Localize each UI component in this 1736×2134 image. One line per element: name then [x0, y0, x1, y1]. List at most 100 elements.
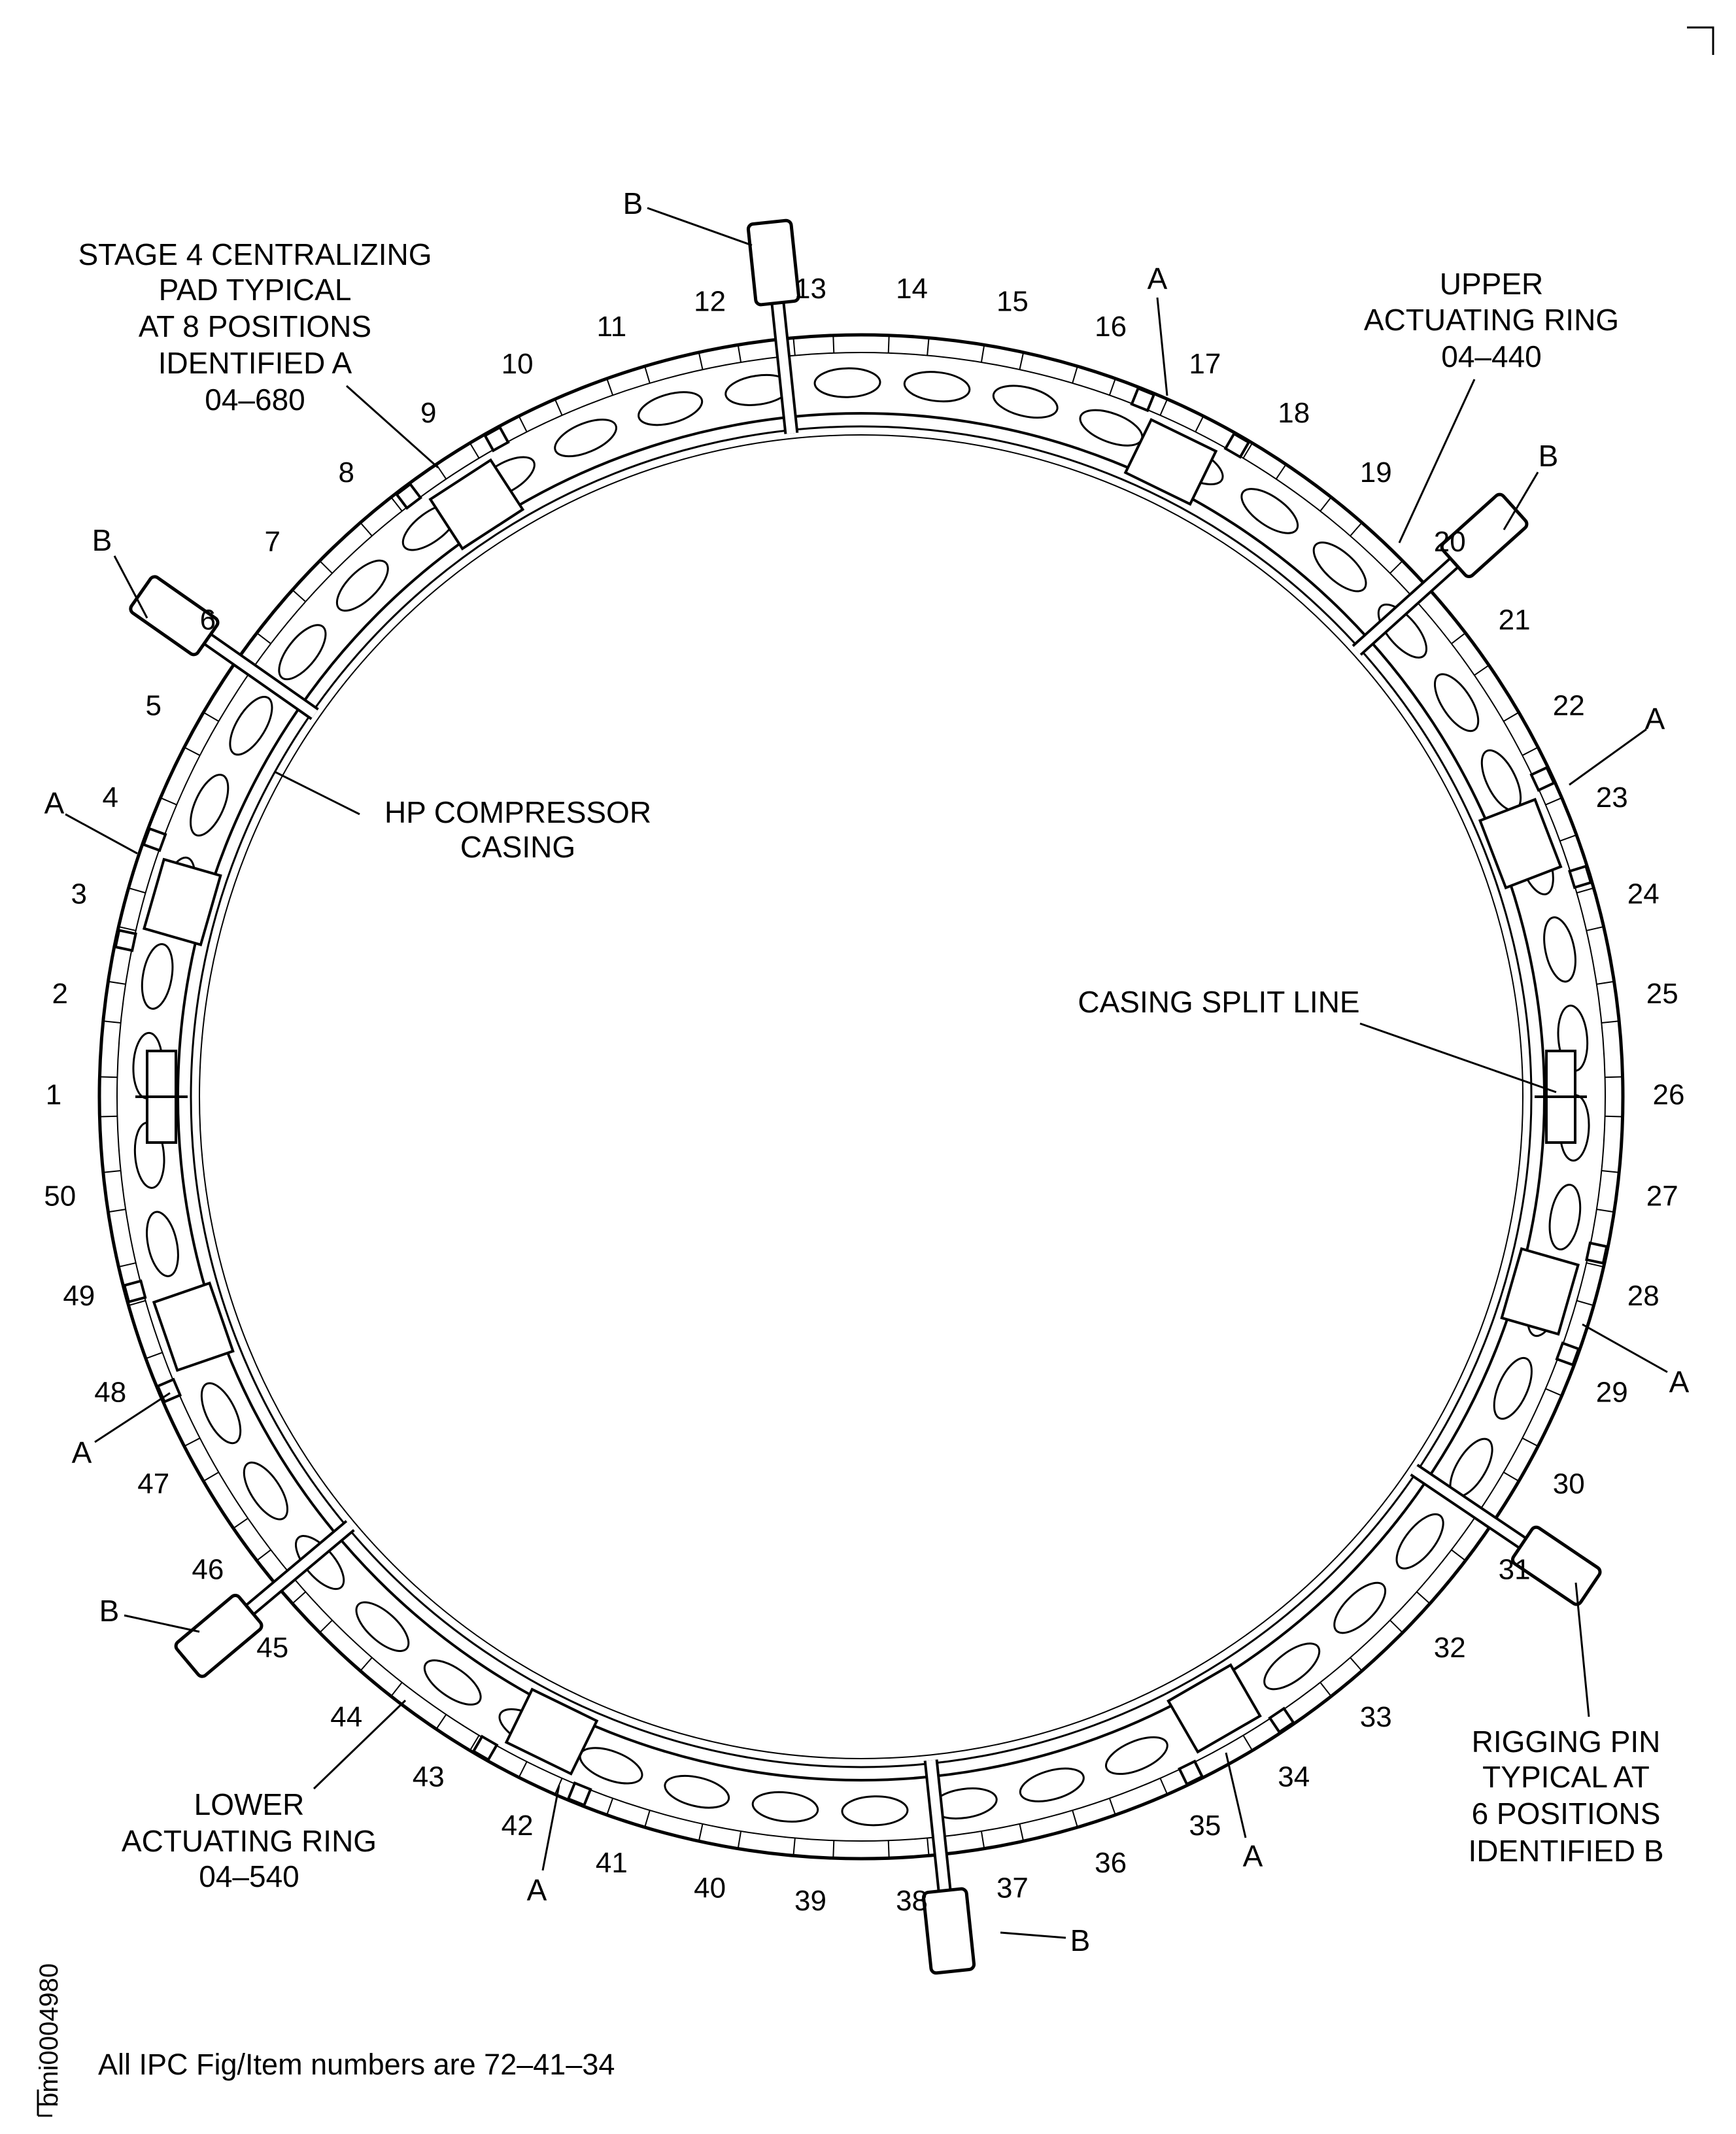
pad-bolt — [122, 1279, 147, 1304]
lever-tick — [1576, 1299, 1594, 1307]
leader-line — [1503, 472, 1539, 530]
id-bracket — [37, 2090, 52, 2117]
footer-note: All IPC Fig/Item numbers are 72–41–34 — [98, 2048, 615, 2081]
lever-tick — [1242, 442, 1253, 459]
centralizing-pad — [1500, 1247, 1580, 1336]
position-number-49: 49 — [63, 1280, 95, 1312]
position-number-28: 28 — [1627, 1280, 1659, 1312]
lever-tick — [1596, 980, 1614, 985]
ring-inner-edge — [177, 412, 1546, 1781]
lightening-slot — [1433, 673, 1480, 732]
lightening-slot — [423, 1659, 482, 1706]
lever-tick — [469, 442, 480, 459]
lever-tick — [292, 589, 306, 602]
hp-compressor-casing — [190, 425, 1533, 1768]
position-number-22: 22 — [1553, 690, 1585, 722]
lever-tick — [1586, 925, 1604, 931]
lightening-slot — [1377, 603, 1428, 659]
leader-line — [313, 1699, 407, 1790]
lever-tick — [1605, 1076, 1623, 1078]
leader-line — [1574, 1582, 1590, 1717]
lightening-slot — [1493, 1356, 1533, 1420]
rigging-pin-handle — [1510, 1525, 1602, 1606]
position-number-13: 13 — [794, 273, 826, 305]
lever-tick — [1474, 664, 1489, 676]
ring-hardware — [114, 218, 1608, 1975]
position-number-50: 50 — [44, 1180, 76, 1212]
lever-tick — [108, 1209, 126, 1213]
callout-line: LOWER — [194, 1787, 305, 1821]
leader-line — [346, 385, 439, 469]
position-number-48: 48 — [94, 1376, 126, 1408]
rigging-pin-handle — [129, 575, 220, 657]
lever-tick — [1275, 464, 1287, 480]
lever-tick — [792, 1838, 796, 1856]
callout-line: HP COMPRESSOR — [384, 795, 651, 829]
lightening-slot — [554, 419, 617, 458]
lever-tick — [1451, 632, 1466, 645]
leader-line — [1000, 1931, 1066, 1939]
lever-tick — [103, 1170, 121, 1173]
callout-line: IDENTIFIED A — [158, 346, 352, 380]
position-number-42: 42 — [502, 1810, 534, 1842]
marker-a: A — [72, 1436, 92, 1470]
lever-tick — [1416, 1591, 1431, 1604]
lever-tick — [980, 1831, 985, 1849]
callout-line: IDENTIFIED B — [1468, 1834, 1663, 1868]
lever-tick — [1159, 1778, 1168, 1795]
position-number-17: 17 — [1189, 348, 1221, 380]
position-number-12: 12 — [694, 286, 726, 318]
lever-tick — [1072, 1810, 1078, 1828]
lever-tick — [927, 1838, 930, 1856]
lever-tick — [118, 1262, 136, 1268]
lever-tick — [737, 1831, 742, 1849]
lightening-slot — [813, 367, 881, 398]
leader-line — [65, 813, 138, 855]
lightening-slot — [664, 1774, 730, 1809]
rigging-pin-handle — [1440, 492, 1529, 579]
position-number-41: 41 — [596, 1847, 628, 1879]
lever-tick — [108, 980, 126, 985]
centralizing-pad — [152, 1281, 235, 1372]
lightening-slot — [146, 1211, 179, 1277]
position-number-26: 26 — [1653, 1079, 1685, 1111]
leader-line — [94, 1392, 171, 1443]
lever-tick — [184, 1437, 201, 1447]
ring-outer-edge — [97, 333, 1625, 1861]
callout-line: CASING — [460, 830, 575, 864]
lightening-slot — [335, 559, 389, 612]
pad-bolt — [142, 827, 167, 852]
marker-a: A — [1645, 702, 1665, 736]
lever-tick — [118, 925, 136, 931]
pad-bolt — [1178, 1759, 1204, 1786]
marker-a: A — [1148, 262, 1168, 296]
position-number-5: 5 — [146, 690, 162, 722]
leader-line — [541, 1785, 560, 1871]
lever-tick — [1319, 496, 1332, 512]
lever-tick — [319, 560, 333, 574]
stage4-pad-callout: STAGE 4 CENTRALIZING PAD TYPICAL AT 8 PO… — [78, 237, 439, 469]
lever-tick — [360, 1657, 373, 1672]
callout-line: 04–440 — [1441, 339, 1542, 373]
lever-tick — [99, 1076, 118, 1078]
position-number-1: 1 — [46, 1079, 61, 1111]
lever-tick — [203, 1471, 219, 1482]
lever-tick — [1350, 522, 1363, 537]
position-number-45: 45 — [256, 1632, 288, 1664]
lever-tick — [1522, 1437, 1539, 1447]
lever-tick — [606, 378, 614, 396]
lightening-slot — [1312, 541, 1367, 593]
lever-tick — [644, 1810, 651, 1828]
lever-tick — [103, 1020, 121, 1024]
lever-tick — [1072, 366, 1078, 384]
position-number-37: 37 — [996, 1872, 1029, 1904]
lever-tick — [233, 1517, 248, 1529]
marker-b: B — [99, 1594, 120, 1628]
position-number-38: 38 — [896, 1885, 928, 1917]
markers: B B B B B A A A A A A A — [44, 186, 1690, 1957]
position-number-20: 20 — [1434, 526, 1466, 558]
lightening-slot — [229, 695, 273, 756]
position-number-24: 24 — [1627, 878, 1659, 910]
lever-tick — [644, 366, 651, 384]
